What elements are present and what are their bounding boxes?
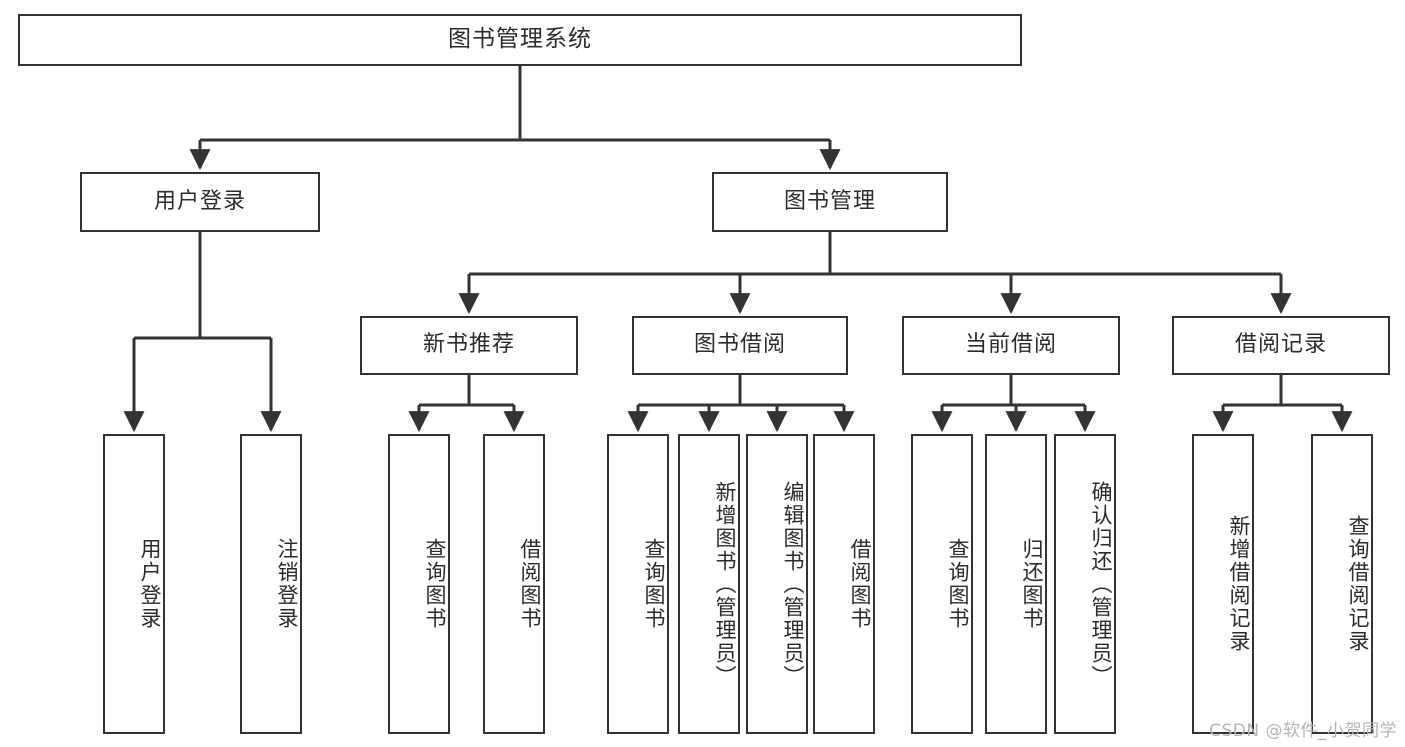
node-new-book-recommend[interactable]: 新书推荐	[360, 316, 578, 375]
node-book-borrow-label: 图书借阅	[693, 332, 786, 358]
node-user-login[interactable]: 用户登录	[80, 172, 320, 232]
node-user-login-label: 用户登录	[153, 188, 246, 214]
leaf-query-book-1[interactable]: 查询图书	[388, 434, 450, 734]
leaf-add-book-label: 新增图书（管理员）	[713, 480, 737, 688]
leaf-query-book-3[interactable]: 查询图书	[911, 434, 973, 734]
leaf-query-book-1-label: 查询图书	[423, 538, 447, 630]
leaf-borrow-book-1[interactable]: 借阅图书	[483, 434, 545, 734]
leaf-user-login-label: 用户登录	[138, 538, 162, 630]
node-book-manage[interactable]: 图书管理	[712, 172, 948, 232]
leaf-query-book-2[interactable]: 查询图书	[607, 434, 669, 734]
node-current-borrow[interactable]: 当前借阅	[902, 316, 1120, 375]
node-current-borrow-label: 当前借阅	[964, 332, 1057, 358]
leaf-user-login[interactable]: 用户登录	[103, 434, 165, 734]
leaf-confirm-return[interactable]: 确认归还（管理员）	[1054, 434, 1116, 734]
node-book-borrow[interactable]: 图书借阅	[632, 316, 848, 375]
leaf-logout[interactable]: 注销登录	[240, 434, 302, 734]
leaf-add-book[interactable]: 新增图书（管理员）	[678, 434, 740, 734]
leaf-borrow-book-2-label: 借阅图书	[848, 538, 872, 630]
node-borrow-record[interactable]: 借阅记录	[1172, 316, 1390, 375]
leaf-query-book-2-label: 查询图书	[642, 538, 666, 630]
leaf-add-record[interactable]: 新增借阅记录	[1192, 434, 1254, 734]
node-new-book-recommend-label: 新书推荐	[422, 332, 515, 358]
leaf-logout-label: 注销登录	[275, 538, 299, 630]
leaf-borrow-book-1-label: 借阅图书	[518, 538, 542, 630]
leaf-edit-book-label: 编辑图书（管理员）	[781, 480, 805, 688]
leaf-query-record[interactable]: 查询借阅记录	[1311, 434, 1373, 734]
node-root-label: 图书管理系统	[448, 26, 592, 53]
leaf-borrow-book-2[interactable]: 借阅图书	[813, 434, 875, 734]
leaf-edit-book[interactable]: 编辑图书（管理员）	[746, 434, 808, 734]
leaf-add-record-label: 新增借阅记录	[1227, 515, 1251, 653]
node-root[interactable]: 图书管理系统	[18, 14, 1022, 66]
csdn-watermark: CSDN @软件_小贺同学	[1209, 721, 1397, 741]
leaf-confirm-return-label: 确认归还（管理员）	[1089, 480, 1113, 688]
leaf-return-book-label: 归还图书	[1020, 538, 1044, 630]
leaf-query-record-label: 查询借阅记录	[1346, 515, 1370, 653]
leaf-return-book[interactable]: 归还图书	[985, 434, 1047, 734]
node-borrow-record-label: 借阅记录	[1234, 332, 1327, 358]
node-book-manage-label: 图书管理	[783, 188, 876, 214]
leaf-query-book-3-label: 查询图书	[946, 538, 970, 630]
